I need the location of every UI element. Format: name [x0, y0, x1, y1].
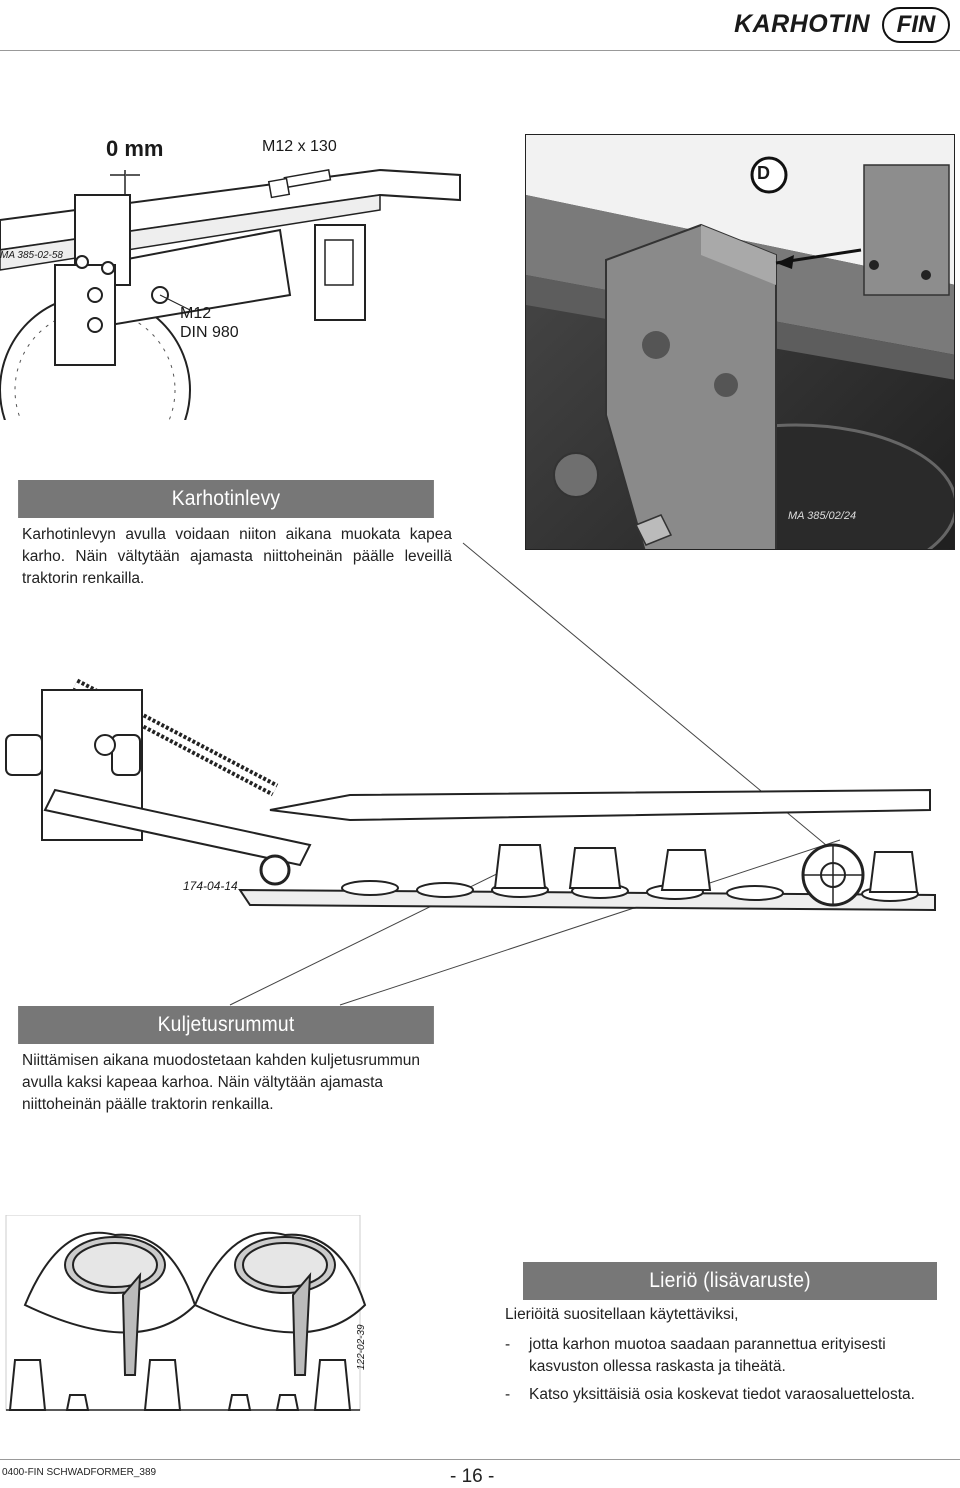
callout-d-label: D — [757, 163, 770, 183]
header-divider — [0, 50, 960, 51]
section-text-kuljetusrummut: Niittämisen aikana muodostetaan kahden k… — [22, 1052, 421, 1113]
bullet-dash: - — [505, 1336, 511, 1353]
drum-cylinder-drawing — [5, 1215, 367, 1411]
document-code: 0400-FIN SCHWADFORMER_389 — [2, 1467, 157, 1478]
bolt-size-label: M12 x 130 — [262, 138, 337, 155]
lierio-intro: Lieriöitä suositellaan käytettäviksi, — [505, 1306, 739, 1323]
gap-label: 0 mm — [106, 136, 164, 161]
bullet-dash: - — [505, 1386, 511, 1403]
footer-divider — [0, 1459, 960, 1460]
leader-lines — [229, 542, 841, 1006]
swath-plate-photo — [525, 134, 955, 550]
list-item-text: jotta karhon muotoa saadaan parannettua … — [529, 1336, 886, 1375]
nut-spec-line-1: M12 — [180, 305, 212, 322]
nut-spec-line-2: DIN 980 — [180, 324, 239, 341]
language-badge: FIN — [882, 7, 950, 43]
section-text-lierio: Lieriöitä suositellaan käytettäviksi, - … — [505, 1304, 955, 1406]
photo-code: MA 385/02/24 — [788, 510, 857, 522]
nut-spec-label: M12 DIN 980 — [180, 304, 239, 342]
list-item: - jotta karhon muotoa saadaan parannettu… — [505, 1334, 955, 1378]
bolt-assembly-drawing — [0, 168, 461, 420]
page-number: - 16 - — [450, 1466, 495, 1487]
section-text-karhotinlevy: Karhotinlevyn avulla voidaan niiton aika… — [22, 526, 452, 587]
mower-assembly-drawing — [5, 678, 936, 912]
drawing-code-mid: 174-04-14 — [183, 879, 238, 893]
list-item: - Katso yksittäisiä osia koskevat tiedot… — [505, 1384, 955, 1406]
section-heading-karhotinlevy: Karhotinlevy — [18, 480, 434, 518]
section-heading-kuljetusrummut: Kuljetusrummut — [18, 1006, 434, 1044]
drawing-code-bottom: 122-02-39 — [356, 1324, 367, 1370]
page-header-title: KARHOTIN — [734, 10, 870, 38]
drawing-code-top: MA 385-02-58 — [0, 250, 63, 261]
list-item-text: Katso yksittäisiä osia koskevat tiedot v… — [529, 1386, 915, 1403]
section-heading-lierio: Lieriö (lisävaruste) — [523, 1262, 937, 1300]
